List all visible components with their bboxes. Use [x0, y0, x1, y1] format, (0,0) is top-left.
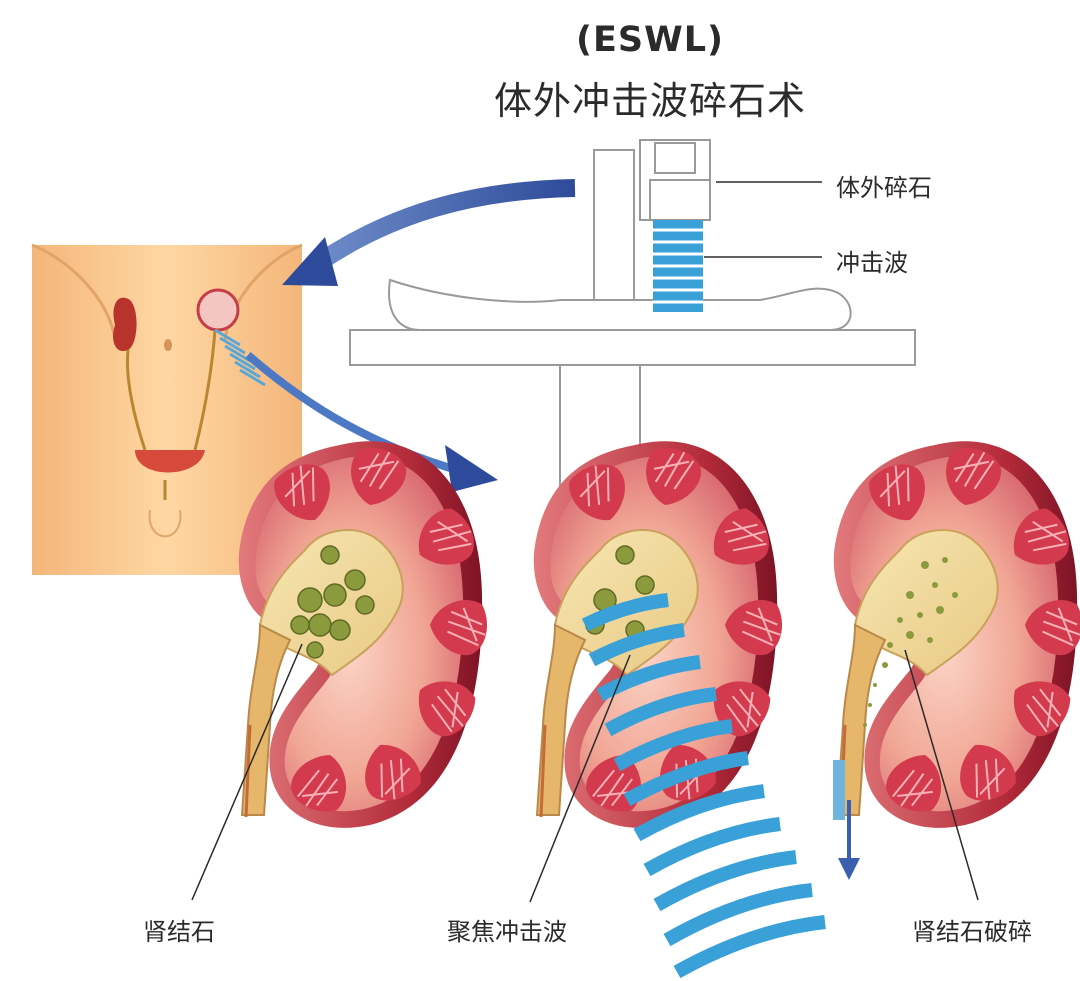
focused-shockwave: [581, 593, 826, 979]
leader-fragmented: [904, 649, 979, 901]
shockwave-coil: [653, 220, 703, 312]
title-main: 体外冲击波碎石术: [493, 79, 806, 123]
label-fragmented-stone: 肾结石破碎: [912, 918, 1032, 946]
title-abbreviation: (ESWL): [575, 20, 725, 60]
lithotripter-machine: [349, 139, 916, 486]
leader-focused-wave: [529, 654, 631, 903]
label-lithotripter: 体外碎石: [836, 174, 932, 202]
kidney-fragmented-stones: [833, 441, 1080, 828]
leader-stone: [191, 643, 303, 901]
kidney-with-stones: [239, 441, 489, 828]
label-kidney-stone: 肾结石: [143, 918, 215, 946]
arrow-machine-to-torso-icon: [282, 179, 576, 286]
label-shockwave: 冲击波: [836, 249, 908, 277]
arrow-down-icon: [838, 800, 860, 880]
label-focused-shockwave: 聚焦冲击波: [447, 918, 567, 946]
